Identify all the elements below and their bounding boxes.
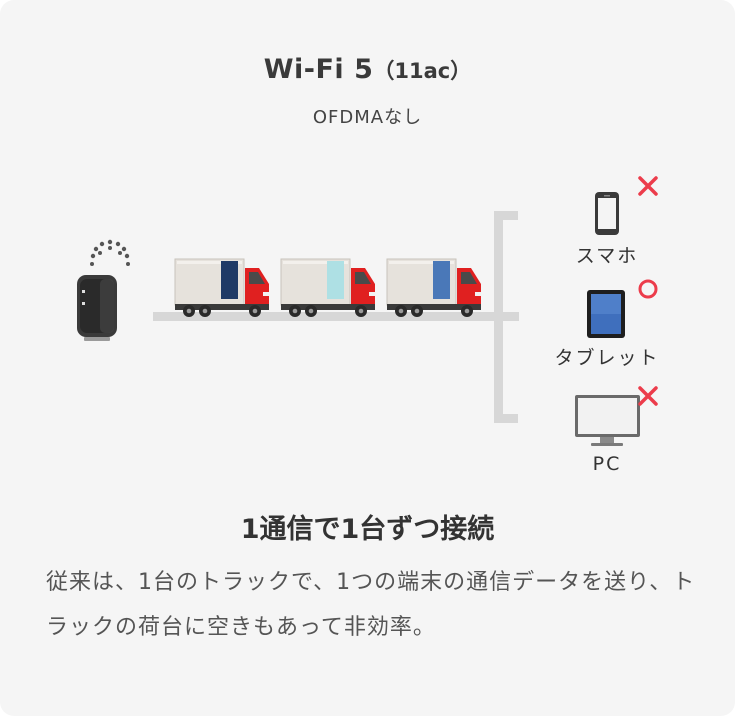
- cargo-door: [433, 261, 450, 299]
- truck-icon: [280, 258, 375, 317]
- cross-icon: [638, 386, 658, 406]
- device-label-smartphone: スマホ: [575, 245, 639, 267]
- branch-rail: [494, 211, 503, 423]
- truck-icon: [174, 258, 269, 317]
- title-suffix: （11ac）: [373, 59, 472, 83]
- section-heading: 1通信で1台ずつ接続: [240, 514, 495, 545]
- title: Wi-Fi 5（11ac）: [0, 54, 735, 85]
- main-rail: [153, 312, 519, 321]
- branch-top: [494, 211, 518, 220]
- title-main: Wi-Fi 5: [263, 54, 374, 85]
- cross-icon: [638, 176, 658, 196]
- truck-icon: [386, 258, 481, 317]
- router-icon: [77, 239, 130, 341]
- smartphone-icon: [595, 192, 619, 235]
- device-label-pc: PC: [592, 453, 622, 475]
- monitor-icon: [575, 395, 640, 446]
- branch-bottom: [494, 414, 518, 423]
- tablet-icon: [587, 290, 625, 338]
- device-label-tablet: タブレット: [554, 347, 660, 369]
- cargo-door: [327, 261, 344, 299]
- subtitle: OFDMAなし: [312, 107, 423, 128]
- circle-icon: [638, 279, 658, 299]
- description-text: 従来は、1台のトラックで、1つの端末の通信データを送り、トラックの荷台に空きもあ…: [46, 570, 696, 640]
- cargo-door: [221, 261, 238, 299]
